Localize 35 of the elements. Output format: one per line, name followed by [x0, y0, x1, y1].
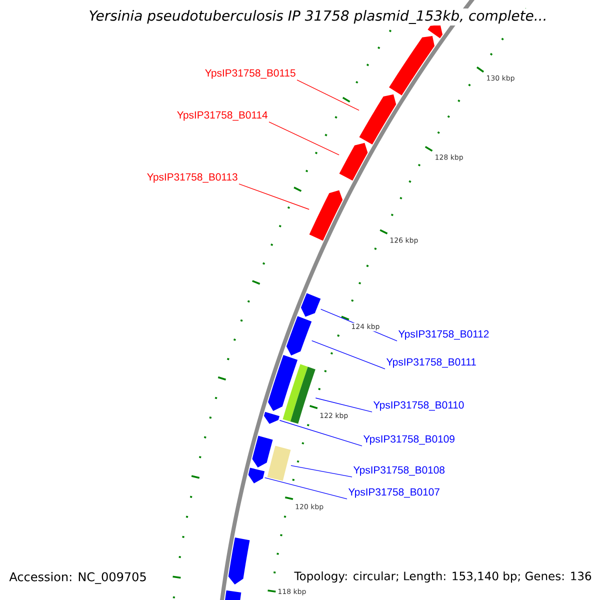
gene-label: YpsIP31758_B0115 [205, 69, 296, 79]
gene-block [309, 190, 343, 241]
leader-line [290, 465, 352, 478]
leader-line [296, 80, 360, 111]
title: Yersinia pseudotuberculosis IP 31758 plasmid_153kb, complete... [87, 8, 549, 26]
info-text: Accession: NC_009705 [9, 572, 146, 584]
gene-block [248, 468, 265, 484]
gene-block [300, 293, 321, 317]
gene-label: YpsIP31758_B0110 [373, 401, 464, 411]
gene-block [267, 446, 291, 481]
leader-line [238, 184, 310, 210]
gene-block [268, 355, 298, 411]
gene-label: YpsIP31758_B0109 [363, 435, 454, 445]
gene-block [359, 94, 396, 145]
gene-label: YpsIP31758_B0107 [348, 488, 440, 498]
gene-block [228, 538, 250, 585]
gene-label: YpsIP31758_B0108 [353, 466, 444, 476]
gene-block [339, 142, 368, 181]
gene-block [224, 590, 242, 600]
gene-label: YpsIP31758_B0114 [177, 111, 268, 121]
gene-label: YpsIP31758_B0111 [386, 358, 476, 368]
leader-line [264, 477, 348, 500]
gene-label: YpsIP31758_B0113 [147, 173, 238, 183]
leader-line [279, 420, 362, 446]
gene-block [389, 36, 434, 96]
gene-block [282, 364, 316, 424]
leader-line [311, 340, 386, 370]
gene-block [264, 412, 280, 424]
leader-line [268, 122, 340, 156]
gene-block [252, 436, 273, 468]
leader-line [315, 398, 372, 412]
info-text: Topology: circular; Length: 153,140 bp; Genes: 136 [293, 570, 593, 584]
gene-block [286, 316, 312, 356]
gene-block [428, 24, 443, 38]
gene-label: YpsIP31758_B0112 [398, 330, 489, 340]
